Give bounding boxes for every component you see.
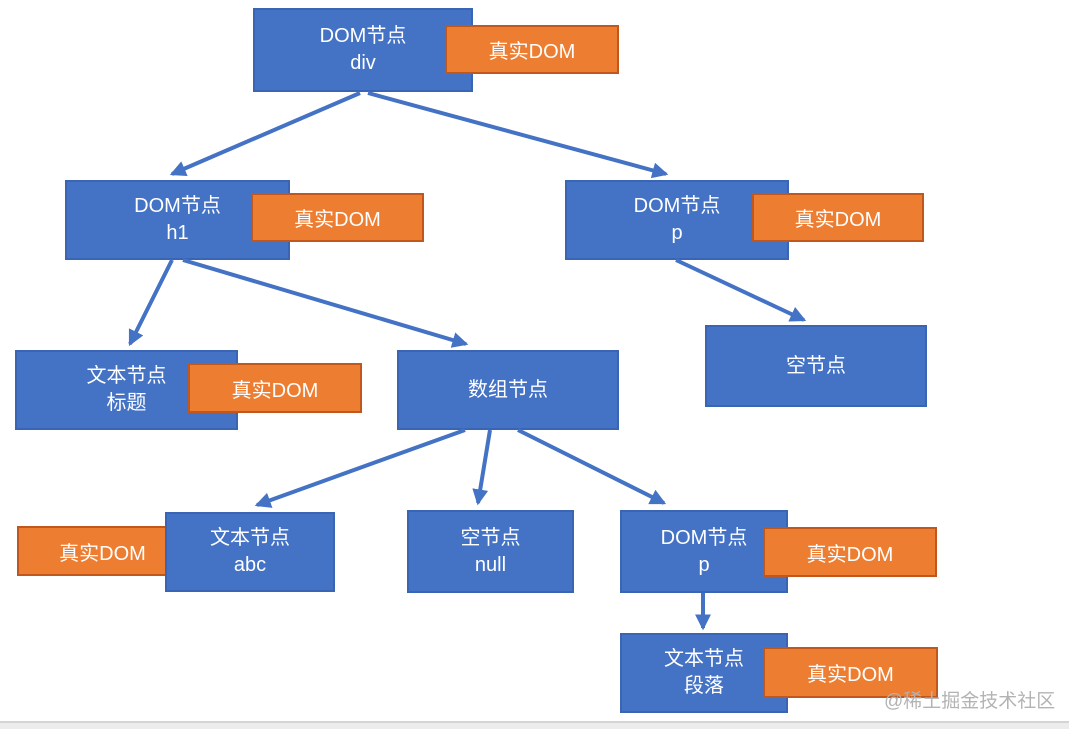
node-label-line1: DOM节点 — [134, 195, 221, 217]
node-label-line1: 文本节点 — [664, 648, 744, 670]
node-label-line1: 文本节点 — [210, 527, 290, 549]
tag-real-dom-para: 真实DOM — [763, 647, 938, 698]
edge-div-h1 — [169, 91, 361, 176]
tag-real-dom-title: 真实DOM — [188, 363, 362, 413]
watermark: @稀土掘金技术社区 — [884, 691, 1056, 712]
edge-array-text-abc — [254, 428, 466, 508]
node-label-line1: DOM节点 — [633, 195, 721, 217]
node-array: 数组节点 — [397, 350, 619, 430]
node-label-line2: p — [698, 553, 710, 576]
tag-real-dom-h1: 真实DOM — [251, 193, 424, 242]
tag-real-dom-div: 真实DOM — [445, 25, 619, 74]
node-label-line1: 数组节点 — [468, 378, 548, 401]
node-text-para: 文本节点 段落 — [620, 633, 788, 713]
node-label-line2: null — [474, 553, 507, 576]
tag-real-dom-p: 真实DOM — [752, 193, 924, 242]
node-label-line2: 标题 — [106, 392, 147, 414]
node-label-line2: 段落 — [684, 675, 724, 697]
node-dom-div: DOM节点 div — [253, 8, 473, 92]
node-label-line2: div — [350, 52, 376, 74]
edge-div-p — [367, 91, 669, 179]
node-dom-p: DOM节点 p — [565, 180, 789, 260]
tag-real-dom-p2: 真实DOM — [763, 527, 937, 577]
node-label-line1: DOM节点 — [319, 25, 407, 47]
node-label-line1: 文本节点 — [86, 365, 167, 387]
edge-p-empty — [675, 258, 807, 322]
node-label-line2: p — [671, 222, 683, 244]
bottom-divider-bar — [0, 721, 1069, 729]
node-empty-null: 空节点 null — [407, 510, 574, 593]
node-text-abc: 文本节点 abc — [165, 512, 335, 592]
edge-h1-text-title — [128, 259, 174, 347]
node-dom-p2: DOM节点 p — [620, 510, 788, 593]
edge-array-empty-null — [472, 429, 492, 506]
edge-array-dom-p2 — [517, 428, 667, 505]
node-label-line2: abc — [233, 554, 267, 576]
node-label-line2: h1 — [166, 222, 189, 244]
node-label-line1: 空节点 — [786, 354, 846, 377]
node-empty: 空节点 — [705, 325, 927, 407]
node-label-line1: 空节点 — [460, 526, 521, 549]
tag-real-dom-abc: 真实DOM — [17, 526, 188, 576]
edge-h1-array — [182, 258, 469, 348]
node-label-line1: DOM节点 — [660, 526, 748, 549]
